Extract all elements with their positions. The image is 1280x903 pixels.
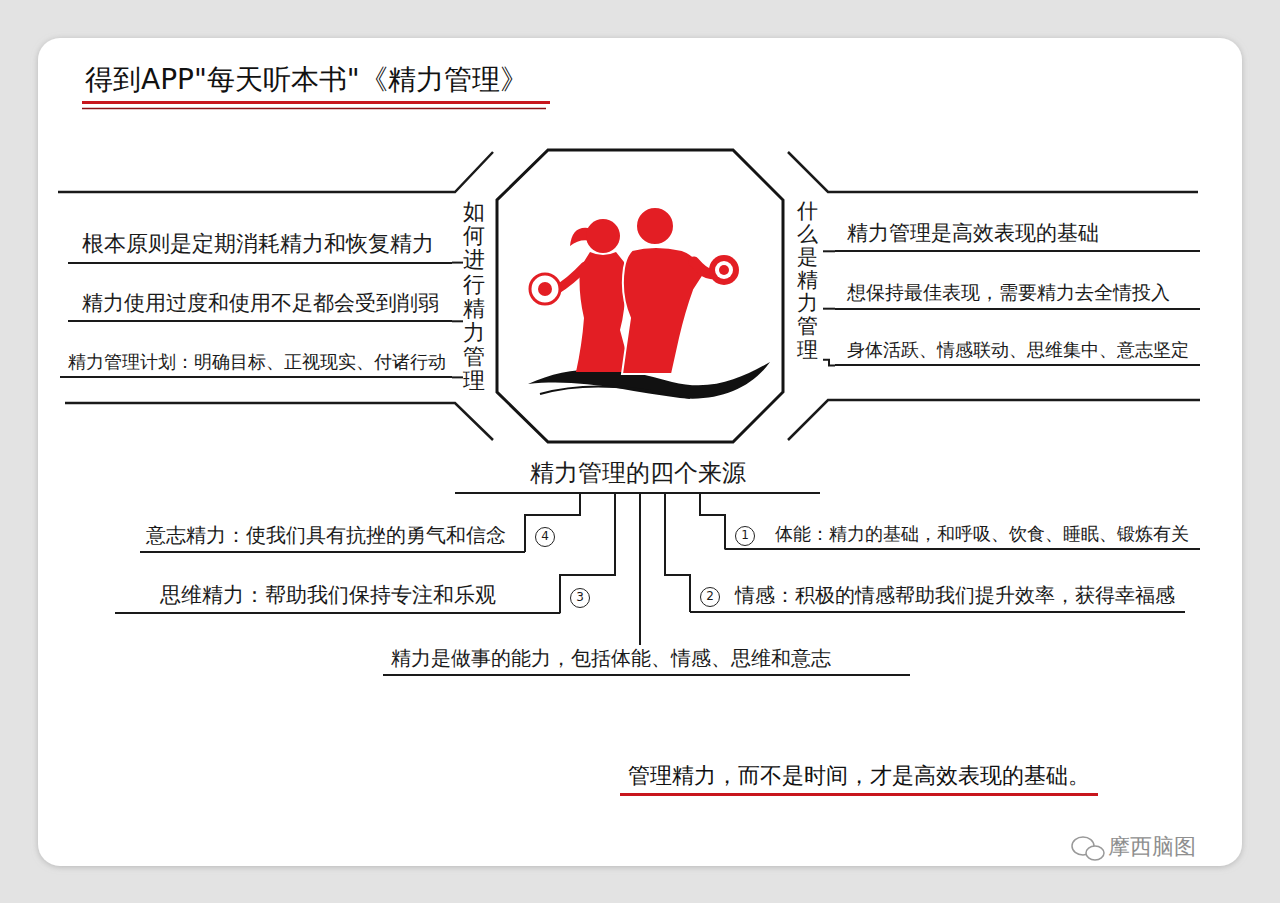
- woman-head: [586, 219, 620, 253]
- branch-item: 精力管理是高效表现的基础: [835, 220, 1200, 252]
- dumbbell-left: [530, 274, 560, 304]
- paper-card: [38, 38, 1242, 866]
- frame-line: [788, 152, 1198, 192]
- dumbbell-right-core: [719, 265, 729, 275]
- node-text: 身体活跃、情感联动、思维集中、意志坚定: [847, 338, 1189, 361]
- frame-line: [58, 152, 493, 192]
- branch-item: 精力管理计划：明确目标、正视现实、付诸行动: [60, 350, 452, 378]
- title: 得到APP"每天听本书"《精力管理》: [85, 62, 528, 98]
- caption: 管理精力，而不是时间，才是高效表现的基础。: [628, 762, 1090, 791]
- branch-item: 精力使用过度和使用不足都会受到削弱: [68, 290, 452, 322]
- callout-number: 3: [570, 588, 590, 608]
- wechat-icon: [1072, 837, 1104, 860]
- fitness-illustration: [528, 207, 770, 399]
- source-item: 思维精力：帮助我们保持专注和乐观: [115, 582, 560, 614]
- node-text: 思维精力：帮助我们保持专注和乐观: [160, 582, 496, 609]
- dumbbell-right-ring: [715, 261, 733, 279]
- node-text: 意志精力：使我们具有抗挫的勇气和信念: [146, 522, 506, 548]
- vertical-topic-text: 什么是精力管理: [797, 200, 818, 362]
- branch-topic: 什么是精力管理: [797, 200, 823, 362]
- dumbbell-right: [709, 255, 739, 285]
- branch-line: [452, 376, 463, 378]
- node-text: 精力管理的四个来源: [530, 458, 746, 489]
- vertical-topic-text: 如何进行精力管理: [463, 200, 485, 394]
- branch-line: [700, 493, 725, 549]
- callout-number: 1: [735, 526, 755, 546]
- branch-line: [823, 360, 835, 366]
- title-underline: [82, 108, 546, 110]
- source-item: 意志精力：使我们具有抗挫的勇气和信念: [140, 522, 525, 553]
- node-text: 精力使用过度和使用不足都会受到削弱: [82, 290, 439, 317]
- caption-underline: [620, 793, 1098, 796]
- branch-line: [639, 493, 641, 645]
- node-text: 想保持最佳表现，需要精力去全情投入: [847, 280, 1170, 305]
- frame-line: [788, 400, 1200, 440]
- branch-line: [560, 493, 615, 613]
- source-item: 体能：精力的基础，和呼吸、饮食、睡眠、锻炼有关: [725, 522, 1200, 550]
- node-text: 情感：积极的情感帮助我们提升效率，获得幸福感: [735, 582, 1175, 608]
- branch-line: [525, 493, 580, 552]
- frame-line: [65, 403, 493, 440]
- source-item: 情感：积极的情感帮助我们提升效率，获得幸福感: [690, 582, 1185, 613]
- branch-line: [665, 493, 690, 612]
- branch-line: [823, 250, 835, 252]
- branch-topic: 如何进行精力管理: [463, 200, 489, 394]
- node-text: 根本原则是定期消耗精力和恢复精力: [82, 230, 434, 259]
- branch-topic: 精力管理的四个来源: [455, 458, 820, 494]
- summary-item: 精力是做事的能力，包括体能、情感、思维和意志: [383, 645, 910, 676]
- callout-number: 4: [535, 527, 555, 547]
- branch-line: [452, 320, 463, 322]
- branch-item: 身体活跃、情感联动、思维集中、意志坚定: [835, 338, 1200, 366]
- branch-line: [823, 308, 835, 310]
- watermark: 摩西脑图: [1108, 832, 1196, 862]
- branch-line: [452, 262, 463, 264]
- underlines: [82, 102, 1098, 794]
- man-head: [636, 207, 674, 245]
- node-text: 精力是做事的能力，包括体能、情感、思维和意志: [391, 645, 831, 671]
- chat-bubble: [1086, 846, 1104, 860]
- node-text: 体能：精力的基础，和呼吸、饮食、睡眠、锻炼有关: [775, 522, 1189, 545]
- wave-line: [540, 386, 690, 398]
- dumbbell-left-core: [538, 282, 552, 296]
- branch-frame-lines: [58, 152, 1200, 440]
- node-text: 精力管理是高效表现的基础: [847, 220, 1099, 247]
- branch-item: 根本原则是定期消耗精力和恢复精力: [68, 230, 452, 264]
- center-octagon: [497, 150, 783, 442]
- callout-number: 2: [700, 587, 720, 607]
- title-underline: [82, 101, 550, 104]
- branch-item: 想保持最佳表现，需要精力去全情投入: [835, 280, 1200, 310]
- node-text: 精力管理计划：明确目标、正视现实、付诸行动: [68, 350, 446, 373]
